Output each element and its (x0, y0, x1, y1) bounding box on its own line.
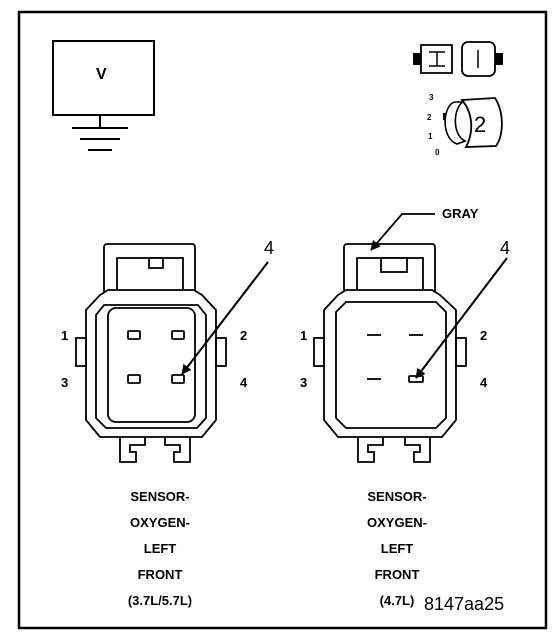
left-connector-body (75, 243, 227, 463)
right-pin4-callout-arrow (415, 257, 508, 379)
gray-color-label: GRAY (442, 206, 479, 221)
knob-scale-2: 2 (427, 113, 432, 122)
voltmeter-icon (52, 40, 155, 151)
caption-line: LEFT (380, 541, 414, 556)
caption-line: FRONT (374, 567, 420, 582)
selector-knob-icon (443, 97, 503, 148)
left-pin4-callout-arrow (181, 261, 269, 375)
connector-disconnect-icon (413, 41, 503, 77)
caption-line: SENSOR- (367, 489, 427, 504)
knob-scale-0: 0 (435, 148, 440, 157)
caption-line: LEFT (143, 541, 177, 556)
knob-step-number: 2 (474, 112, 487, 137)
right-pin-4-label: 4 (480, 375, 488, 390)
diagram-border (17, 10, 548, 630)
right-pin-1-label: 1 (300, 328, 308, 343)
voltmeter-symbol: V (96, 66, 107, 83)
left-connector-caption: SENSOR- OXYGEN- LEFT FRONT (3.7L/5.7L) (100, 484, 220, 614)
caption-line: SENSOR- (130, 489, 190, 504)
left-pin4-callout: 4 (264, 238, 275, 258)
knob-scale-1: 1 (428, 132, 433, 141)
left-pin-3-label: 3 (61, 375, 69, 390)
caption-line: OXYGEN- (367, 515, 427, 530)
right-pin-2-label: 2 (480, 328, 488, 343)
right-connector-caption: SENSOR- OXYGEN- LEFT FRONT (4.7L) (337, 484, 457, 614)
knob-scale-3: 3 (429, 93, 434, 102)
left-pin-4-label: 4 (240, 375, 248, 390)
caption-line: OXYGEN- (130, 515, 190, 530)
caption-line: (4.7L) (379, 593, 415, 608)
caption-line: (3.7L/5.7L) (127, 593, 193, 608)
right-pin4-callout: 4 (500, 238, 511, 258)
left-pin-1-label: 1 (61, 328, 69, 343)
left-pin-2-label: 2 (240, 328, 248, 343)
right-connector-body (313, 243, 467, 463)
right-pin-3-label: 3 (300, 375, 308, 390)
figure-id: 8147aa25 (424, 594, 505, 614)
gray-label-leader (370, 213, 435, 251)
caption-line: FRONT (137, 567, 183, 582)
